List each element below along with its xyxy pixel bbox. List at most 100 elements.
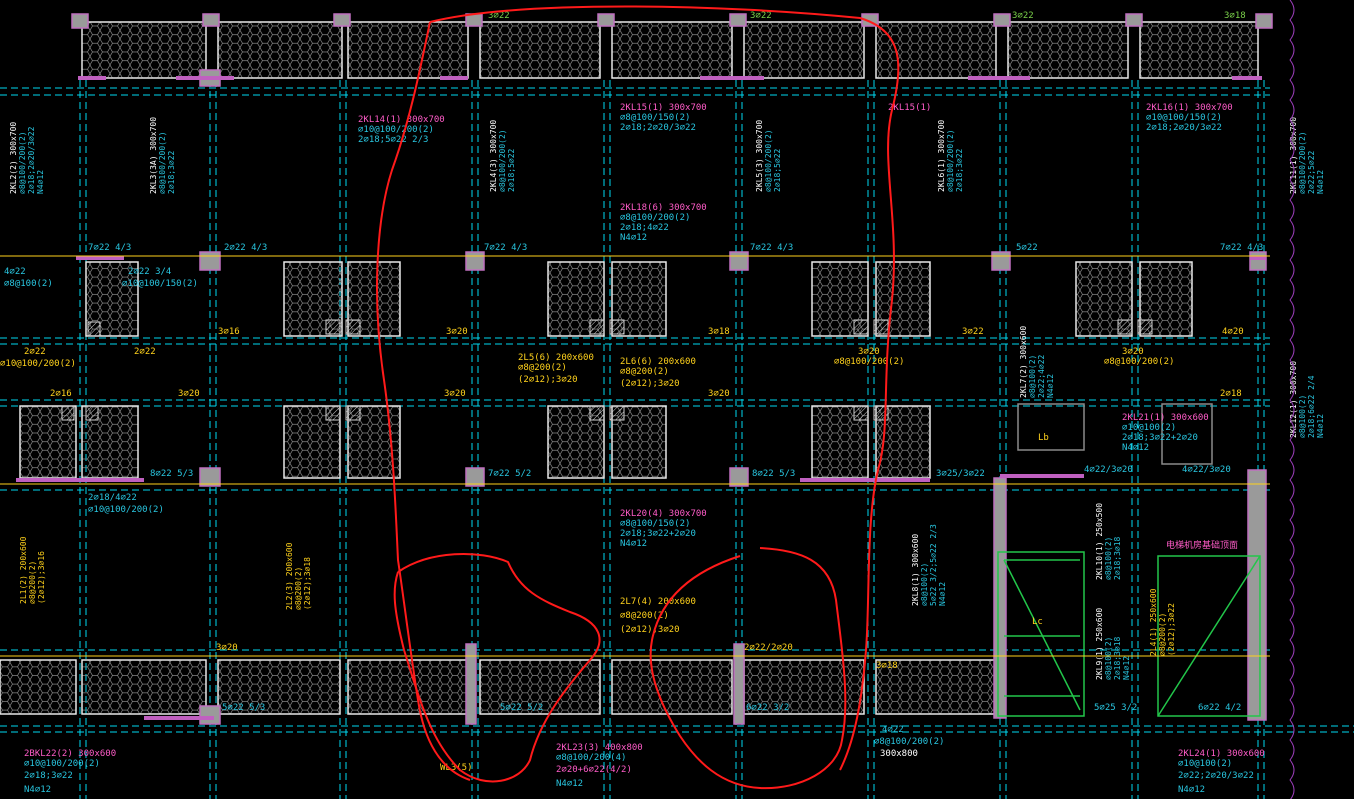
label-h7: ⌀8@100/200(2) — [874, 737, 944, 747]
label-f1: 2⌀22 — [24, 347, 46, 357]
beam-kl12-torsion: N4⌀12 — [1316, 414, 1325, 438]
beam-l4-title: 2L4(1) 250x600 — [1149, 588, 1158, 656]
beam-kl22-torsion: N4⌀12 — [24, 785, 51, 795]
beam-kl20-bars: 2⌀18;3⌀22+2⌀20 — [620, 529, 696, 539]
beam-kl18-stirrup: ⌀8@100/200(2) — [620, 213, 690, 223]
label-lc: Lc — [1032, 617, 1043, 627]
label-stair-title: 电梯机房基础顶面 — [1166, 539, 1238, 551]
beam-kl16-stirrup: ⌀10@100/150(2) — [1146, 113, 1222, 123]
label-g2: 3⌀20 — [178, 389, 200, 399]
label-h1: 3⌀20 — [216, 643, 238, 653]
label-lb: Lb — [1038, 433, 1049, 443]
beam-l2-title: 2L2(3) 200x600 — [285, 542, 294, 610]
hatched-openings — [61, 319, 1153, 421]
beam-l4-stirrup: ⌀8@200(2) — [1158, 613, 1167, 656]
beam-kl20-torsion: N4⌀12 — [620, 539, 647, 549]
boundary-cloud — [1289, 0, 1295, 799]
beam-kl8-stirrup: ⌀8@100(2) — [920, 563, 929, 606]
beam-wl3-title: WL3(5) — [440, 763, 473, 773]
beam-kl14-title: 2KL14(1) 300x700 — [358, 115, 445, 125]
label-top-1: 3⌀22 — [488, 11, 510, 21]
beam-l1-stirrup: ⌀8@200(2) — [28, 561, 37, 604]
stair-block — [997, 403, 1261, 717]
label-c1: 2⌀18/4⌀22 — [88, 493, 137, 503]
beam-kl9-title: 2KL9(1) 250x600 — [1095, 608, 1104, 680]
label-top-2: 3⌀22 — [750, 11, 772, 21]
beam-l2-bars: (2⌀12);3⌀18 — [303, 557, 312, 610]
label-h5: 6⌀22 4/2 — [1198, 703, 1241, 713]
beam-kl3-title: 2KL3(3A) 300x700 — [149, 117, 158, 194]
beam-kl11-title: 2KL11(1) 300x700 — [1289, 117, 1298, 194]
beam-kl16-bars: 2⌀18;2⌀20/3⌀22 — [1146, 123, 1222, 133]
label-a1: 7⌀22 4/3 — [88, 243, 131, 253]
beam-kl15b-title: 2KL15(1) — [888, 103, 931, 113]
label-j1: 4⌀22/3⌀20 — [1084, 465, 1133, 475]
label-g3: 3⌀20 — [444, 389, 466, 399]
beam-kl22-title: 2BKL22(2) 300x600 — [24, 749, 116, 759]
label-d4: ⌀10@100/150(2) — [122, 279, 198, 289]
label-d2: ⌀8@100(2) — [4, 279, 53, 289]
beam-kl4-title: 2KL4(3) 300x700 — [489, 120, 498, 192]
label-a2: 2⌀22 4/3 — [224, 243, 267, 253]
label-i2: 5⌀22 5/3 — [222, 703, 265, 713]
beam-kl10-title: 2KL10(1) 250x500 — [1095, 503, 1104, 580]
beam-kl3-bars: 2⌀18;3⌀22 — [167, 150, 176, 194]
label-g9: 2⌀18 — [1220, 389, 1242, 399]
beam-kl8-torsion: N4⌀12 — [938, 582, 947, 606]
beam-l5-title: 2L5(6) 200x600 — [518, 353, 594, 363]
beam-kl11-stirrup: ⌀8@100/200(2) — [1298, 131, 1307, 194]
beam-edges — [0, 255, 1270, 657]
beam-l6-stirrup: ⌀8@200(2) — [620, 367, 669, 377]
beam-kl24-bars: 2⌀22;2⌀20/3⌀22 — [1178, 771, 1254, 781]
beam-kl12-stirrup: ⌀8@100(2) — [1298, 395, 1307, 438]
beam-kl12-bars: 2⌀18;6⌀22 2/4 — [1307, 375, 1316, 438]
label-f2: ⌀10@100/200(2) — [0, 359, 76, 369]
label-g1: 2⌀16 — [50, 389, 72, 399]
label-c2: ⌀10@100/200(2) — [88, 505, 164, 515]
beam-kl23-torsion: N4⌀12 — [556, 779, 583, 789]
label-h3: 3⌀18 — [876, 661, 898, 671]
beam-kl10-stirrup: ⌀8@100(2) — [1104, 537, 1113, 580]
beam-kl9-bars: 2⌀18;3⌀18 — [1113, 636, 1122, 680]
beam-kl22-stirrup: ⌀10@100/200(2) — [24, 759, 100, 769]
label-top-4: 3⌀18 — [1224, 11, 1246, 21]
beam-l5-stirrup: ⌀8@200(2) — [518, 363, 567, 373]
beam-kl2-title: 2KL2(2) 300x700 — [9, 122, 18, 194]
beam-kl2-torsion: N4⌀12 — [36, 170, 45, 194]
beam-kl18-torsion: N4⌀12 — [620, 233, 647, 243]
beam-kl15-stirrup: ⌀8@100/150(2) — [620, 113, 690, 123]
beam-kl14-stirrup: ⌀10@100/200(2) — [358, 125, 434, 135]
label-h8: 300x800 — [880, 749, 918, 759]
beam-kl2-stirrup: ⌀8@100/200(2) — [18, 131, 27, 194]
label-b3: 8⌀22 5/3 — [752, 469, 795, 479]
beam-l6-bars: (2⌀12);3⌀20 — [620, 379, 680, 389]
beam-kl8-title: 2KL8(1) 300x600 — [911, 534, 920, 606]
beam-kl14-bars: 2⌀18;5⌀22 2/3 — [358, 135, 428, 145]
beam-kl5-stirrup: ⌀8@100/200(2) — [764, 129, 773, 192]
beam-l6-title: 2L6(6) 200x600 — [620, 357, 696, 367]
label-e1: 3⌀16 — [218, 327, 240, 337]
label-b2: 7⌀22 5/2 — [488, 469, 531, 479]
beam-kl16-title: 2KL16(1) 300x700 — [1146, 103, 1233, 113]
beam-kl15-bars: 2⌀18;2⌀20/3⌀22 — [620, 123, 696, 133]
beam-l1-title: 2L1(2) 200x600 — [19, 536, 28, 604]
beam-kl23-stirrup: ⌀8@100/200(4) — [556, 753, 626, 763]
beam-l1-bars: (2⌀12);3⌀16 — [37, 551, 46, 604]
label-a3: 7⌀22 4/3 — [484, 243, 527, 253]
beam-kl6-stirrup: ⌀8@100/200(2) — [946, 129, 955, 192]
beam-kl23-bars: 2⌀20+6⌀22(4/2) — [556, 765, 632, 775]
label-h4: 5⌀25 3/2 — [1094, 703, 1137, 713]
beam-kl11-torsion: N4⌀12 — [1316, 170, 1325, 194]
beam-kl7-torsion: N4⌀12 — [1046, 374, 1055, 398]
label-b4: 3⌀25/3⌀22 — [936, 469, 985, 479]
beam-kl6-title: 2KL6(1) 300x700 — [937, 120, 946, 192]
beam-kl24-title: 2KL24(1) 300x600 — [1178, 749, 1265, 759]
beam-kl15-title: 2KL15(1) 300x700 — [620, 103, 707, 113]
label-f3: 2⌀22 — [134, 347, 156, 357]
label-e3: 3⌀18 — [708, 327, 730, 337]
beam-kl5-title: 2KL5(3) 300x700 — [755, 120, 764, 192]
label-g8: ⌀8@100/200(2) — [1104, 357, 1174, 367]
beam-kl9-torsion: N4⌀12 — [1122, 656, 1131, 680]
beam-l5-bars: (2⌀12);3⌀20 — [518, 375, 578, 385]
